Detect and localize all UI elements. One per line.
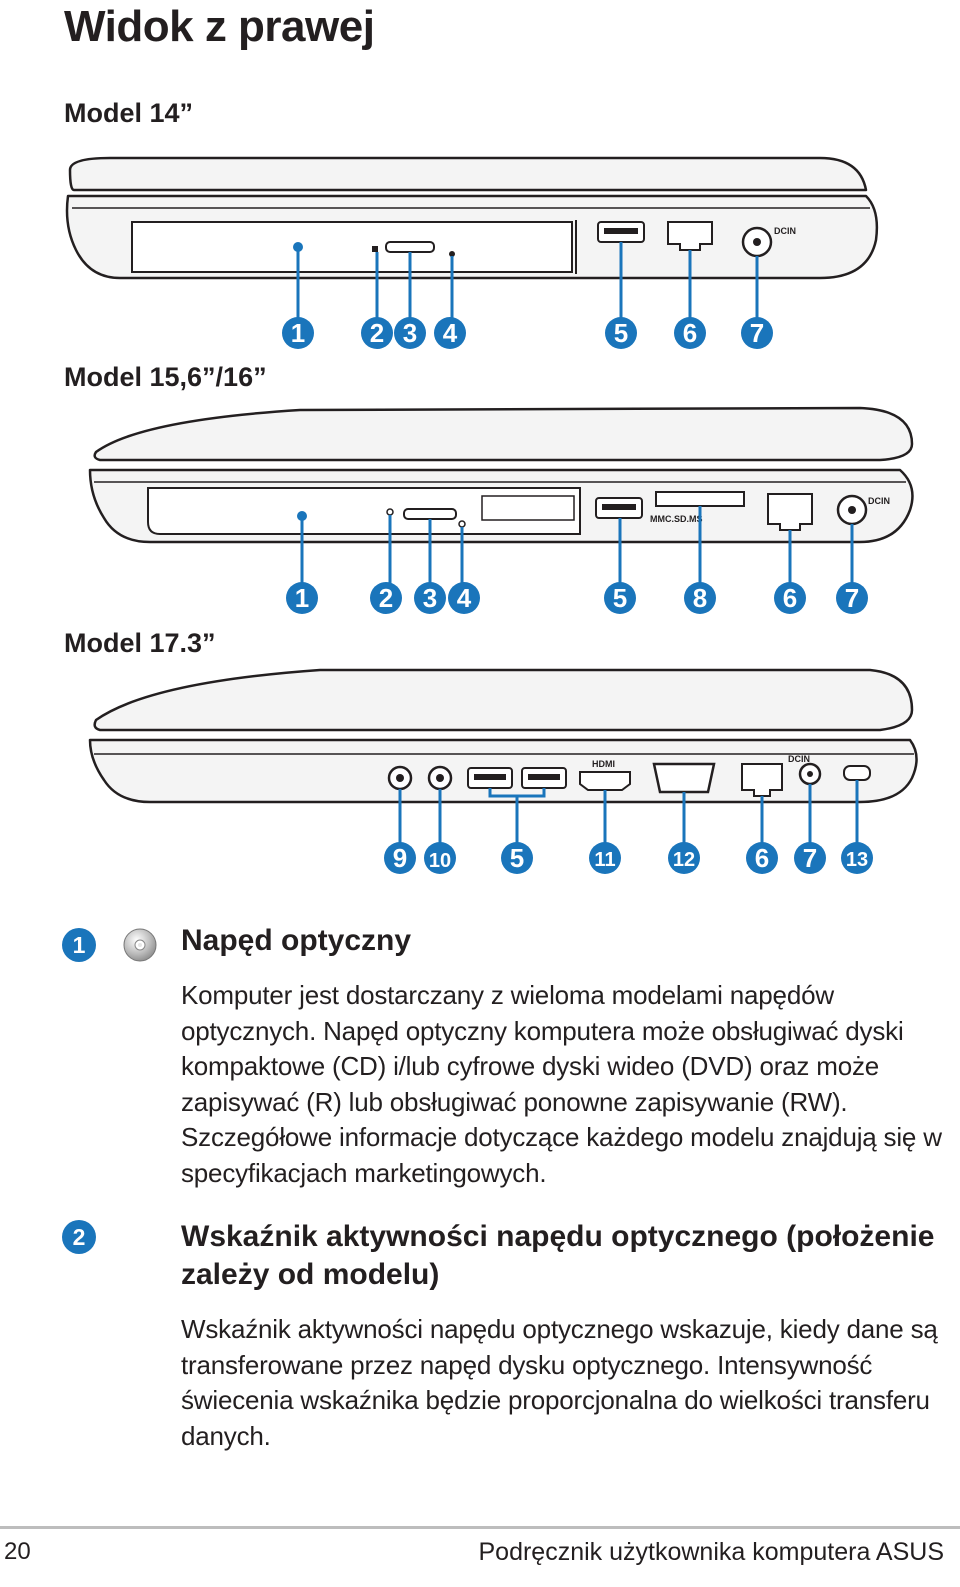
hdmi-label: HDMI: [592, 759, 615, 769]
section-body: Wskaźnik aktywności napędu optycznego ws…: [181, 1314, 938, 1451]
model-14-label: Model 14”: [64, 98, 194, 128]
callout-badge: 1: [291, 318, 305, 348]
callout-badge: 5: [613, 583, 627, 613]
callout-badge: 13: [846, 849, 868, 871]
dcin-label: DCIN: [788, 754, 810, 764]
callout-badge: 3: [423, 583, 437, 613]
model-14-callouts: 1 2 3 4 5 6 7: [282, 317, 773, 349]
callout-badge: 1: [295, 583, 309, 613]
callout-badge: 6: [683, 318, 697, 348]
model-15-diagram: MMC.SD.MS DCIN 1 2 3 4 5 8 6 7: [88, 406, 914, 614]
page-number: 20: [4, 1538, 31, 1565]
section-body: Komputer jest dostarczany z wieloma mode…: [181, 980, 942, 1188]
section-heading: Wskaźnik aktywności napędu optycznego (p…: [181, 1220, 935, 1291]
callout-badge: 5: [510, 843, 524, 873]
callout-badge: 5: [614, 318, 628, 348]
model-17-callouts: 9 10 5 11 12 6 7 13: [384, 842, 873, 874]
callout-badge: 9: [393, 843, 407, 873]
callout-badge: 11: [594, 849, 615, 871]
optical-disc-icon: [123, 928, 157, 962]
callout-badge: 12: [673, 849, 695, 871]
callout-badge: 4: [457, 583, 472, 613]
model-17-label: Model 17.3”: [64, 628, 216, 658]
section-heading: Napęd optyczny: [181, 924, 412, 957]
model-14-diagram: DCIN 1 2 3 4 5 6 7: [65, 156, 879, 349]
callout-badge: 6: [755, 843, 769, 873]
page-title: Widok z prawej: [64, 2, 375, 51]
callout-badge: 4: [443, 318, 458, 348]
section-number-badge: 2: [62, 1220, 96, 1254]
callout-badge: 3: [403, 318, 417, 348]
callout-badge: 8: [693, 583, 707, 613]
callout-badge: 7: [803, 843, 817, 873]
footer-title: Podręcznik użytkownika komputera ASUS: [478, 1538, 945, 1566]
callout-badge: 10: [429, 850, 451, 872]
dcin-label: DCIN: [868, 496, 890, 506]
model-15-callouts: 1 2 3 4 5 8 6 7: [286, 582, 868, 614]
model-17-diagram: HDMI DCIN 9 10 5 11 12 6 7 13: [88, 668, 918, 874]
callout-badge: 6: [783, 583, 797, 613]
callout-badge: 7: [845, 583, 859, 613]
section-number-badge: 1: [62, 928, 96, 962]
footer-divider: [0, 1526, 960, 1529]
callout-badge: 2: [379, 583, 393, 613]
model-15-label: Model 15,6”/16”: [64, 362, 267, 392]
callout-badge: 7: [750, 318, 764, 348]
card-reader-label: MMC.SD.MS: [650, 514, 703, 524]
dcin-label: DCIN: [774, 226, 796, 236]
callout-badge: 2: [370, 318, 384, 348]
